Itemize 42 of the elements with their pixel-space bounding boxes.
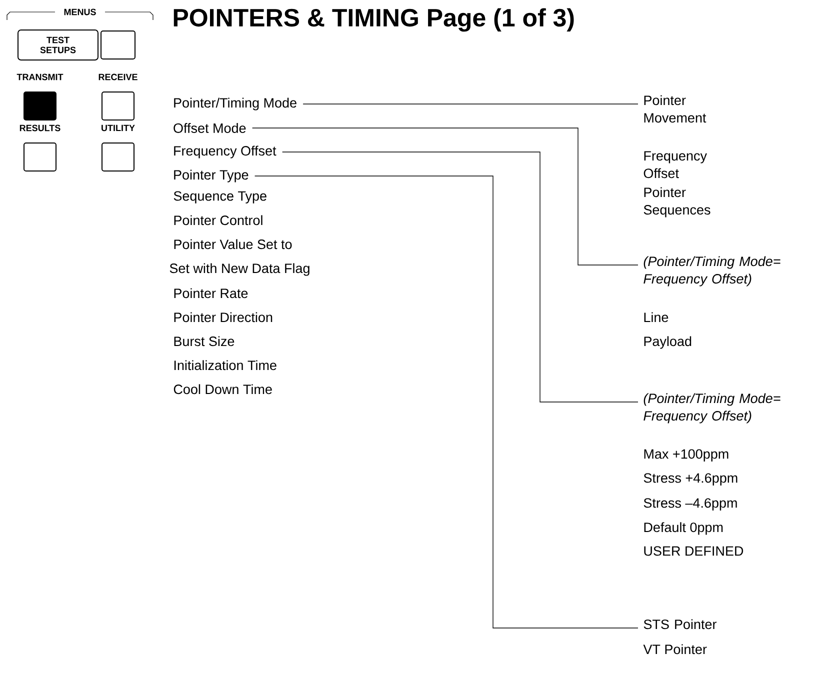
option-text: Line (644, 312, 668, 322)
option-text: VT Pointer (643, 644, 707, 654)
menu-button: RECEIVE (98, 74, 138, 120)
leader-line (254, 176, 638, 628)
option-text: Frequency Offset (644, 151, 707, 178)
option-text: Stress –4.6ppm (644, 498, 737, 510)
node-label: TRANSMIT (16, 74, 64, 80)
option-text: Set with New Data Flag (170, 263, 310, 276)
option-text: Burst Size (174, 336, 234, 346)
option-text: Payload (644, 336, 692, 349)
menu-button: TRANSMIT (16, 74, 64, 120)
leader-line (282, 152, 638, 402)
option-text: Default 0ppm (644, 522, 723, 535)
node-label: RECEIVE (98, 74, 138, 80)
menu-item: Offset Mode (174, 123, 246, 133)
option-text: Initialization Time (174, 360, 276, 370)
option-text: (Pointer/Timing Mode= Frequency Offset) (644, 256, 780, 286)
menu-button: UTILITY (102, 124, 135, 172)
title: POINTERS & TIMING Page (1 of 3) (174, 8, 574, 32)
option-text: Sequence Type (174, 191, 266, 204)
leader-line (252, 128, 638, 266)
menu-item: Pointer Type (174, 170, 248, 182)
option-text: Cool Down Time (174, 384, 272, 394)
menu-heading: MENUS (64, 8, 96, 16)
option-text: Pointer Direction (174, 312, 272, 322)
option-text: Max +100ppm (644, 449, 728, 462)
option-text: Pointer Sequences (644, 187, 710, 218)
option-text: Stress +4.6ppm (644, 473, 738, 486)
option-text: Pointer Rate (174, 288, 248, 298)
option-text: Pointer Movement (644, 95, 706, 123)
option-text: STS Pointer (644, 619, 716, 630)
node-label: UTILITY (102, 124, 135, 132)
option-text: Pointer Value Set to (174, 239, 292, 250)
option-text: Pointer Control (174, 215, 262, 226)
node-label: RESULTS (20, 124, 60, 132)
menu-item: Pointer/Timing Mode (174, 98, 296, 110)
option-text: USER DEFINED (644, 546, 744, 556)
menu-item: Frequency Offset (174, 146, 276, 158)
menu-button: RESULTS (20, 124, 60, 172)
setup-button: TEST SETUPS (18, 30, 98, 60)
option-text: (Pointer/Timing Mode= Frequency Offset) (644, 393, 780, 424)
blank-button (100, 30, 136, 60)
